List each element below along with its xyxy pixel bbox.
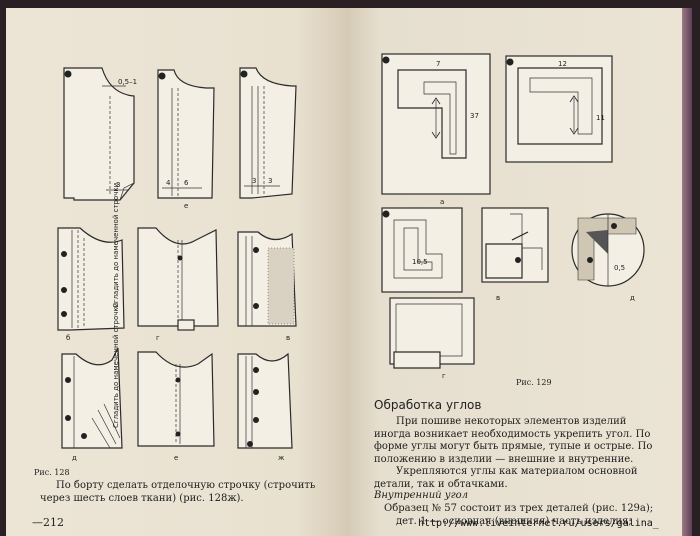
fig-128-a: 0,5–1 3 xyxy=(63,67,137,201)
svg-text:3: 3 xyxy=(252,177,256,185)
svg-text:0,5–1: 0,5–1 xyxy=(118,78,137,86)
right-page: 7 37 а 12 11 10,5 б xyxy=(346,8,682,536)
fig-128-b-row2: б Сгладить до намеченной строчки xyxy=(57,183,125,342)
svg-text:Сгладить до намеченной строчки: Сгладить до намеченной строчки xyxy=(112,183,120,308)
svg-text:б: б xyxy=(66,334,70,342)
fig-129-g: г xyxy=(389,297,475,380)
fig-129-v: в xyxy=(481,207,549,302)
book-edge xyxy=(682,8,692,536)
svg-text:Сгладить до намеченной строчки: Сгладить до намеченной строчки xyxy=(112,303,120,428)
svg-text:д: д xyxy=(630,294,635,302)
svg-text:г: г xyxy=(442,372,446,380)
svg-text:в: в xyxy=(496,294,500,302)
fig-128-v: 3 3 xyxy=(239,67,297,199)
svg-text:37: 37 xyxy=(470,112,479,120)
right-paragraph-4: дет. 1 — основная (внешняя) часть издели… xyxy=(396,516,632,527)
svg-text:3: 3 xyxy=(116,181,120,189)
svg-text:4: 4 xyxy=(166,179,171,187)
fig-128-b: 4 6 е xyxy=(157,69,215,210)
svg-text:12: 12 xyxy=(558,60,567,68)
figure-caption-128: Рис. 128 xyxy=(34,468,70,477)
svg-text:д: д xyxy=(72,454,77,462)
figure-128: 0,5–1 3 4 6 е 3 3 xyxy=(57,67,297,462)
svg-text:6: 6 xyxy=(184,179,189,187)
svg-text:3: 3 xyxy=(268,177,272,185)
page-number-212: —212 xyxy=(32,516,64,529)
svg-text:а: а xyxy=(440,198,444,206)
fig-129-a-left: 7 37 а xyxy=(381,53,491,206)
fig-129-d: 0,5 д xyxy=(571,213,645,302)
svg-text:е: е xyxy=(184,202,188,210)
right-paragraph-1: При пошиве некоторых элементов изделий и… xyxy=(374,416,653,465)
fig-128-g-row2: г xyxy=(137,227,219,342)
fig-128-v-row2: в xyxy=(237,231,297,342)
svg-text:11: 11 xyxy=(596,114,605,122)
svg-text:0,5: 0,5 xyxy=(614,264,625,272)
left-page: 0,5–1 3 4 6 е 3 3 xyxy=(6,8,346,536)
right-paragraph-2: Укрепляются углы как материалом основной… xyxy=(374,466,638,490)
svg-text:е: е xyxy=(174,454,178,462)
fig-129-a-right: 12 11 xyxy=(505,55,613,163)
book-spread: 0,5–1 3 4 6 е 3 3 xyxy=(6,8,692,536)
fig-128-zh-row3: ж xyxy=(237,352,293,462)
figure-caption-129: Рис. 129 xyxy=(516,378,552,387)
svg-text:10,5: 10,5 xyxy=(412,258,428,266)
section-heading: Обработка углов xyxy=(374,398,482,412)
figure-129: 7 37 а 12 11 10,5 б xyxy=(381,53,645,380)
svg-text:ж: ж xyxy=(278,454,285,462)
svg-text:7: 7 xyxy=(436,60,440,68)
fig-128-d-row3: д Сгладить до намеченной строчки xyxy=(61,303,123,462)
subheading-inner-corner: Внутренний угол xyxy=(374,490,469,501)
watermark-url[interactable]: http://www.liveinternet.ru/users/galina_ xyxy=(418,518,659,529)
left-paragraph: По борту сделать отделочную строчку (стр… xyxy=(40,480,316,504)
fig-128-e-row3: е xyxy=(137,351,215,462)
fig-129-b: 10,5 б xyxy=(381,207,463,306)
right-paragraph-3: Образец № 57 состоит из трех деталей (ри… xyxy=(384,503,654,514)
svg-text:в: в xyxy=(286,334,290,342)
svg-text:г: г xyxy=(156,334,160,342)
